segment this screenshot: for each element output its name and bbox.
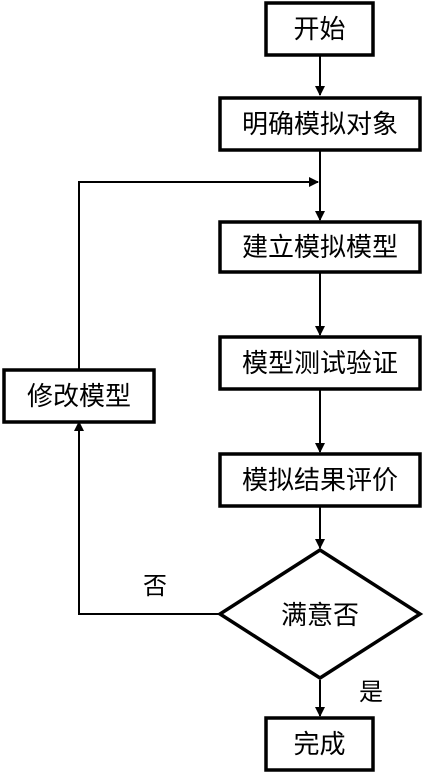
edge-decision-no-to-modify bbox=[74, 421, 220, 615]
node-build-model-label: 建立模拟模型 bbox=[242, 233, 398, 263]
node-test-model-label: 模型测试验证 bbox=[242, 349, 398, 379]
node-evaluate: 模拟结果评价 bbox=[218, 452, 422, 508]
node-test-model: 模型测试验证 bbox=[218, 335, 422, 391]
node-evaluate-label: 模拟结果评价 bbox=[242, 466, 398, 496]
edge-modify-to-build-loop bbox=[78, 177, 319, 370]
node-modify-model-label: 修改模型 bbox=[27, 382, 131, 412]
node-define-object: 明确模拟对象 bbox=[218, 96, 422, 152]
node-decision-label: 满意否 bbox=[281, 601, 359, 631]
edge-label-yes: 是 bbox=[359, 678, 383, 706]
edge-label-no: 否 bbox=[143, 572, 167, 600]
node-start: 开始 bbox=[264, 1, 375, 57]
node-start-label: 开始 bbox=[293, 15, 345, 45]
node-build-model: 建立模拟模型 bbox=[218, 220, 422, 274]
node-modify-model: 修改模型 bbox=[2, 368, 156, 424]
node-define-object-label: 明确模拟对象 bbox=[242, 110, 398, 140]
node-decision: 满意否 bbox=[216, 547, 424, 681]
node-done-label: 完成 bbox=[293, 730, 345, 760]
node-done: 完成 bbox=[264, 716, 375, 772]
